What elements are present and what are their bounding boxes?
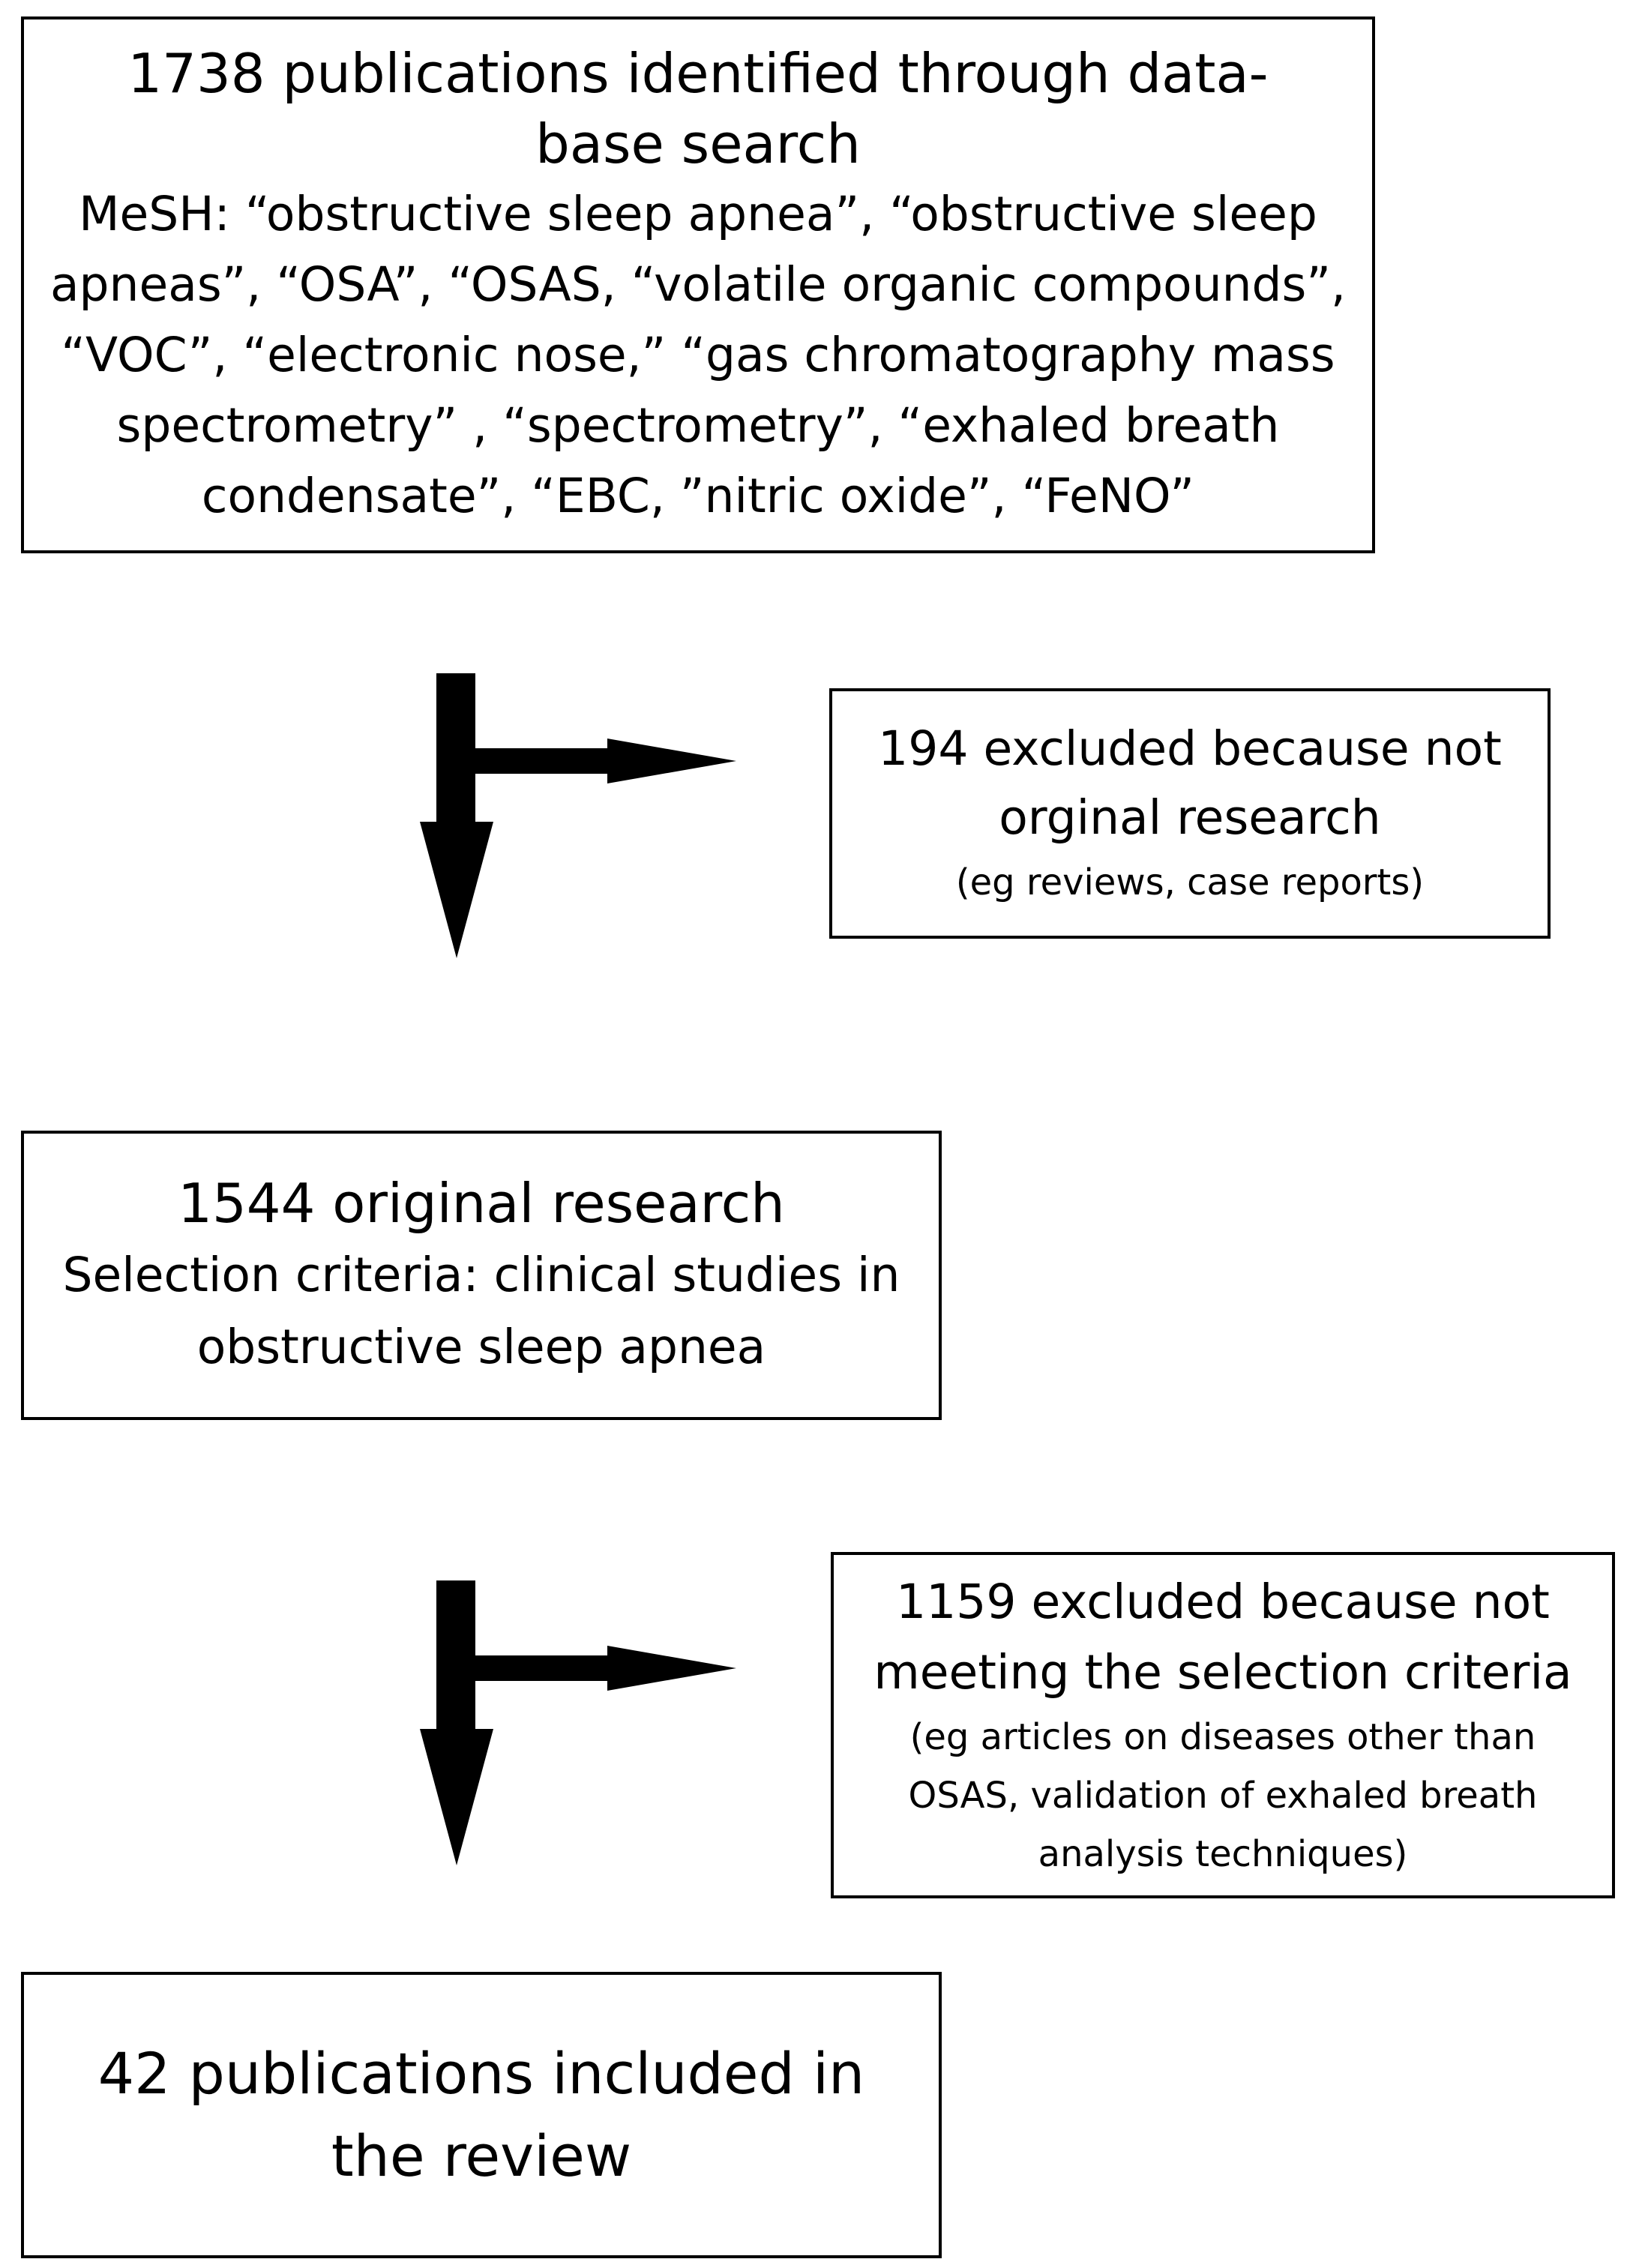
exclusion-2-note-line-3: analysis techniques) <box>1038 1833 1408 1875</box>
original-research-box: 1544 original research Selection criteri… <box>21 1131 942 1420</box>
included-line-1: 42 publications included in <box>97 2040 865 2107</box>
exclusion-2-line-2: meeting the selection criteria <box>873 1645 1572 1700</box>
arrow-1-stem <box>436 673 475 823</box>
arrow-2-stem <box>436 1580 475 1730</box>
included-line-2: the review <box>331 2123 632 2189</box>
exclusion-box-1: 194 excluded because not orginal researc… <box>829 688 1551 939</box>
exclusion-1-note: (eg reviews, case reports) <box>955 861 1425 903</box>
mesh-terms-line-1: MeSH: “obstructive sleep apnea”, “obstru… <box>79 187 1317 241</box>
arrow-2-right-head <box>607 1646 736 1691</box>
mesh-terms-line-4: spectrometry” , “spectrometry”, “exhaled… <box>116 398 1280 453</box>
arrow-1-right-head <box>607 739 736 783</box>
selection-criteria-line-2: obstructive sleep apnea <box>196 1320 766 1374</box>
exclusion-1-line-2: orginal research <box>999 790 1381 845</box>
mesh-terms-line-5: condensate”, “EBC, ”nitric oxide”, “FeNO… <box>201 469 1195 523</box>
exclusion-2-note-line-2: OSAS, validation of exhaled breath <box>908 1775 1538 1817</box>
mesh-terms-line-3: “VOC”, “electronic nose,” “gas chromatog… <box>61 328 1335 382</box>
original-research-title: 1544 original research <box>178 1172 785 1235</box>
arrow-1-down-head <box>420 822 493 958</box>
exclusion-1-line-1: 194 excluded because not <box>878 721 1502 776</box>
search-title-line-1: 1738 publications identified through dat… <box>127 42 1269 105</box>
search-title-line-2: base search <box>535 112 861 175</box>
selection-criteria-line-1: Selection criteria: clinical studies in <box>62 1248 900 1302</box>
arrow-2-down-head <box>420 1729 493 1865</box>
exclusion-2-line-1: 1159 excluded because not <box>896 1574 1550 1629</box>
mesh-terms-line-2: apneas”, “OSA”, “OSAS, “volatile organic… <box>49 257 1347 312</box>
exclusion-2-note-line-1: (eg articles on diseases other than <box>909 1716 1536 1758</box>
search-results-box: 1738 publications identified through dat… <box>21 16 1375 553</box>
exclusion-box-2: 1159 excluded because not meeting the se… <box>831 1552 1615 1898</box>
arrow-1-branch <box>472 748 612 774</box>
included-publications-box: 42 publications included in the review <box>21 1972 942 2258</box>
arrow-2-branch <box>472 1655 612 1681</box>
